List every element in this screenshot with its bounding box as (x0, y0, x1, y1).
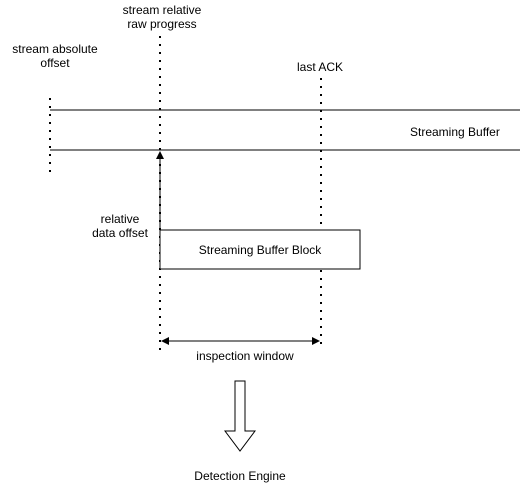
detection-engine-flow-arrow (224, 380, 256, 452)
stream-relative-raw-progress-line-2: raw progress (127, 17, 197, 31)
streaming-buffer-block-label: Streaming Buffer Block (198, 243, 322, 257)
stream-relative-raw-progress-label: stream relative raw progress (112, 3, 212, 31)
stream-absolute-offset-line-2: offset (40, 56, 70, 70)
last-ack-label: last ACK (296, 60, 344, 74)
stream-relative-raw-progress-line-1: stream relative (122, 3, 202, 17)
relative-data-offset-line-2: data offset (92, 226, 148, 240)
stream-absolute-offset-line-1: stream absolute (12, 42, 98, 56)
streaming-buffer-label: Streaming Buffer (410, 125, 500, 139)
streaming-buffer-block-box (159, 229, 361, 270)
relative-data-offset-label: relative data offset (70, 212, 170, 240)
relative-data-offset-line-1: relative (100, 212, 140, 226)
stream-absolute-offset-label: stream absolute offset (5, 42, 105, 70)
detection-engine-label: Detection Engine (194, 469, 286, 483)
inspection-window-label: inspection window (196, 349, 294, 363)
